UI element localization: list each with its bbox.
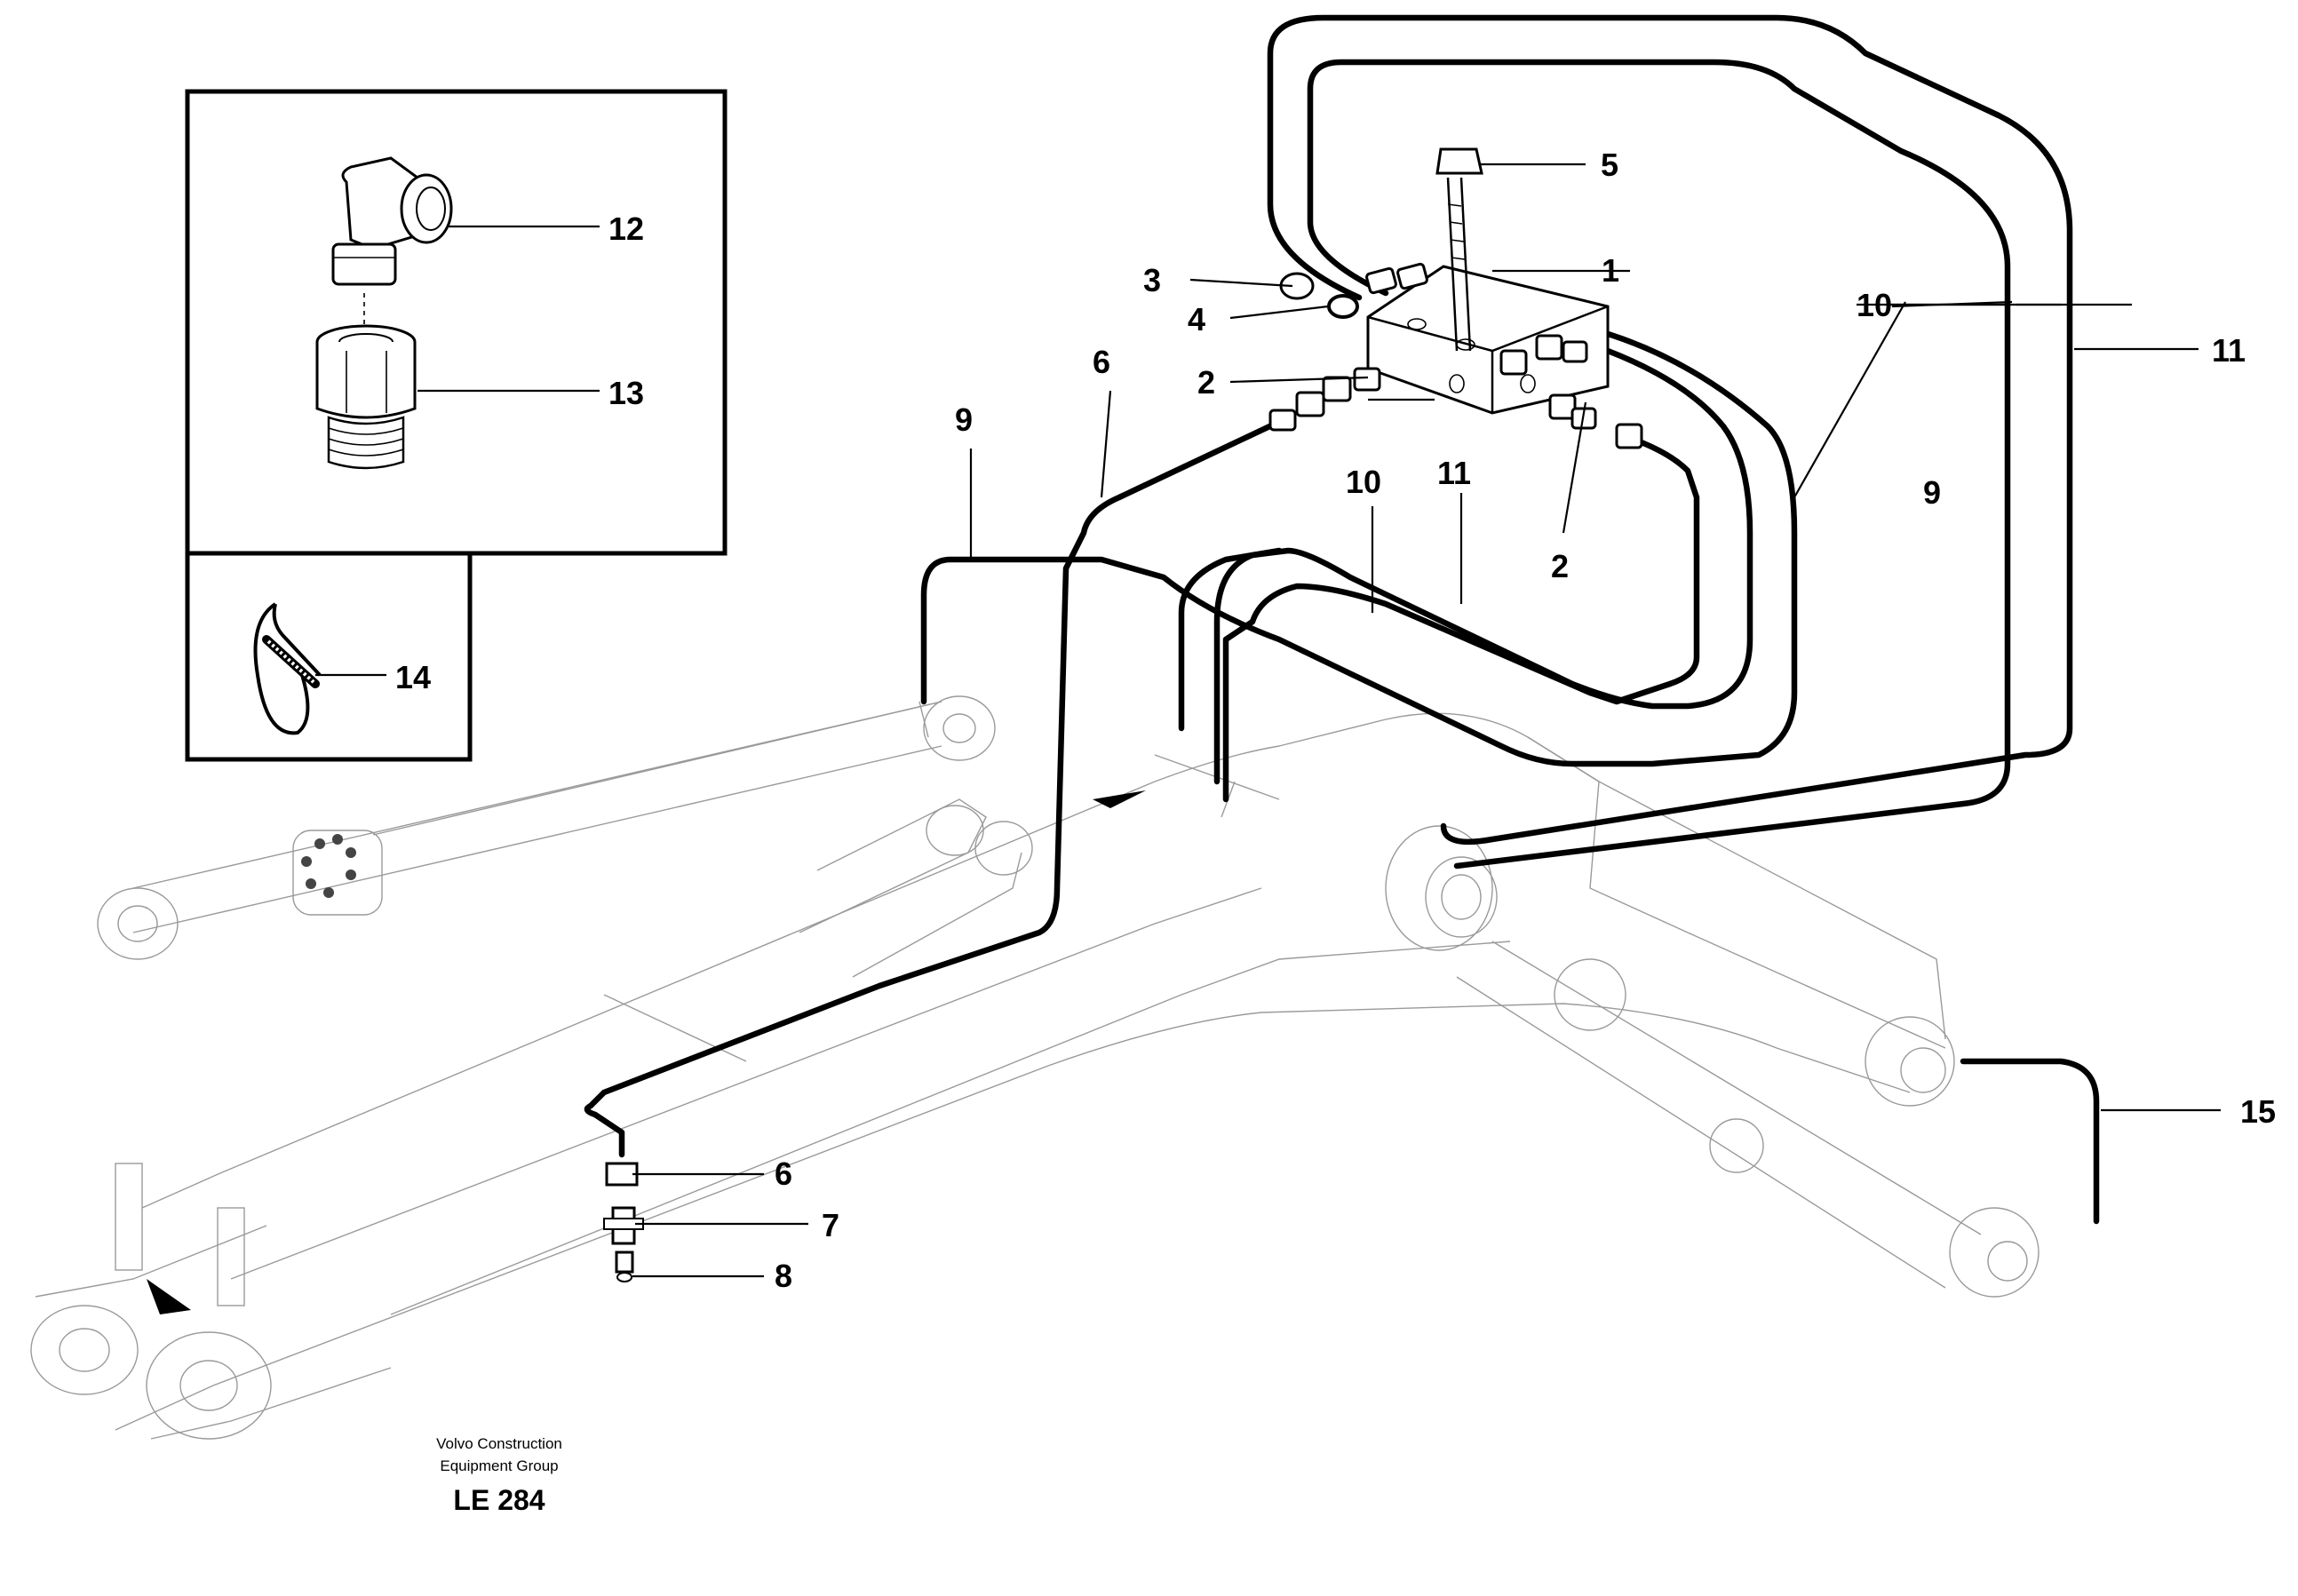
callout-7: 7: [822, 1207, 839, 1243]
callout-3: 3: [1143, 262, 1161, 298]
callout-labels: 1 2 2 3 4 5 6 6 7 8 9 9 10 10 11 11 12 1…: [395, 147, 2276, 1294]
drawing-code: LE 284: [453, 1484, 545, 1516]
hoses: [584, 14, 2100, 1225]
callout-11: 11: [2212, 332, 2246, 369]
callout-15: 15: [2240, 1093, 2276, 1130]
callout-13: 13: [608, 375, 644, 411]
callout-10: 10: [1346, 464, 1381, 500]
boom-outline: [30, 712, 1946, 1440]
caption-line-1: Volvo Construction: [436, 1435, 562, 1452]
arm-cylinder: [1385, 825, 2040, 1298]
callout-6: 6: [1093, 344, 1110, 380]
hose-9: [920, 325, 1798, 767]
callout-9: 9: [1923, 474, 1941, 511]
callout-4: 4: [1188, 301, 1205, 337]
hose-10-upper: [1307, 59, 2011, 869]
callout-11: 11: [1437, 455, 1471, 491]
hose-6: [587, 418, 1283, 1109]
callout-2: 2: [1551, 548, 1569, 584]
leader-lines: [315, 163, 2221, 1278]
boom-cylinder: [97, 695, 996, 960]
caption-line-2: Equipment Group: [440, 1457, 558, 1474]
callout-12: 12: [608, 210, 644, 247]
callout-1: 1: [1602, 252, 1619, 289]
callout-2: 2: [1197, 364, 1215, 401]
callout-6: 6: [775, 1155, 792, 1192]
callout-14: 14: [395, 659, 431, 695]
inset-panel-main: [185, 89, 728, 762]
hose-11-upper: [1267, 14, 2073, 846]
callout-9: 9: [955, 401, 973, 438]
publisher-caption: Volvo Construction Equipment Group LE 28…: [436, 1435, 562, 1516]
callout-8: 8: [775, 1258, 792, 1294]
callout-10: 10: [1857, 287, 1892, 323]
grease-fitting: [603, 1162, 644, 1282]
callout-5: 5: [1601, 147, 1618, 183]
hose-15: [1960, 1058, 2100, 1225]
fitting-left: [1365, 262, 1428, 295]
valve-block: [1268, 147, 1643, 449]
